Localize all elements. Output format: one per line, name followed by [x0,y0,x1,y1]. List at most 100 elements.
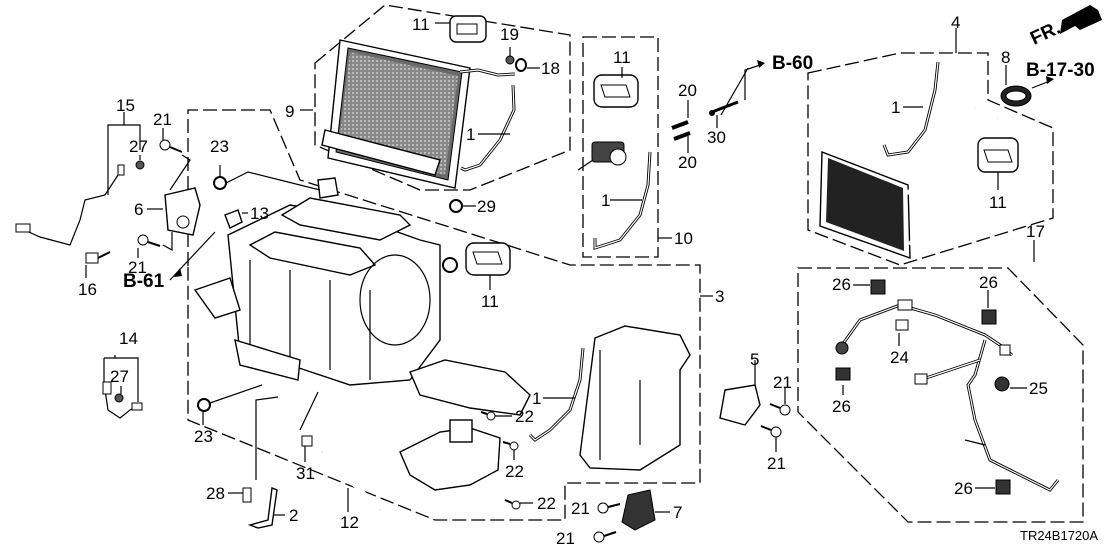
sensor-14 [102,381,143,419]
evaporator-grommet [449,15,487,43]
duct-left [409,359,531,416]
callout-19: 19 [500,25,519,44]
callout-26: 26 [832,275,851,294]
callout-1: 1 [601,191,610,210]
nut-19 [505,55,515,65]
expansion-valve-grommet [593,74,639,108]
ref-b1730-arrow [1046,76,1054,84]
front-direction-arrow-icon [1060,5,1102,34]
callout-21: 21 [773,373,792,392]
clip-24 [895,319,909,331]
clip-27b [114,393,124,403]
motor-5 [719,384,761,426]
ref-b1730[interactable]: B-17-30 [1026,60,1095,81]
callout-26: 26 [832,397,851,416]
heater-core-grommet [977,137,1019,173]
callout-25: 25 [1029,379,1048,398]
motor-6 [164,187,201,236]
screw-22b [502,441,519,451]
callout-15: 15 [116,96,135,115]
callout-28: 28 [206,484,225,503]
leader-lines [85,22,1051,516]
callout-22: 22 [505,462,524,481]
callout-1: 1 [891,98,900,117]
drain-pipe-12 [320,450,382,512]
clip-16 [85,251,111,264]
callout-6: 6 [134,200,143,219]
evaporator [321,39,516,189]
callout-8: 8 [1001,48,1010,67]
washer-23a [213,176,227,190]
heater-core [819,105,999,260]
heater-unit-grommet [465,242,511,276]
washer-18 [515,58,527,72]
nut-29 [449,199,463,213]
screw-22c [504,499,521,510]
callout-31: 31 [296,464,315,483]
screw-22a [480,411,496,421]
callout-13: 13 [250,204,269,223]
callout-29: 29 [477,197,496,216]
screw-21b [137,234,161,247]
callout-14: 14 [119,329,138,348]
grommet-8 [1000,85,1032,107]
callout-21: 21 [128,258,147,277]
callout-1: 1 [532,389,541,408]
callout-26: 26 [954,479,973,498]
pipe-seal-1a-inner [460,84,515,171]
callout-23: 23 [210,137,229,156]
callout-12: 12 [340,513,359,532]
callout-7: 7 [673,503,682,522]
clip-26b [981,309,997,325]
ref-b60[interactable]: B-60 [772,53,813,74]
bolt-30 [709,100,739,116]
washer-23b [197,398,211,412]
ref-b60-arrow [744,60,765,100]
callout-21: 21 [153,110,172,129]
callout-20: 20 [678,81,697,100]
duct-lower [399,419,501,491]
callout-2: 2 [289,506,298,525]
callout-16: 16 [78,280,97,299]
harness-group-outline [797,267,1084,523]
clip-27a [135,160,145,170]
callout-1: 1 [466,125,475,144]
screw-21d [760,425,782,438]
callout-26: 26 [979,273,998,292]
callout-27: 27 [110,367,129,386]
expansion-valve [591,141,627,166]
screw-21a [159,139,183,153]
heater-core-group-outline [807,52,1054,266]
callout-11: 11 [613,48,631,67]
callout-5: 5 [750,350,759,369]
sub-wire-harness-17 [835,299,1060,492]
callout-27: 27 [129,137,148,156]
expansion-valve-group-outline [582,36,659,258]
screw-21c [769,403,791,416]
resistor-7 [621,489,656,531]
callout-3: 3 [715,287,724,306]
callout-30: 30 [707,128,726,147]
callout-22: 22 [537,494,556,513]
screw-20a [671,120,689,130]
callout-23: 23 [194,427,213,446]
screw-21f [593,531,617,543]
clip-26d [995,479,1011,495]
ref-b61-arrow [169,231,216,281]
callout-11: 11 [481,292,499,311]
heater-unit-body [193,177,441,386]
clip-26c [835,367,851,381]
sensor-15 [15,164,125,246]
clip-25 [994,376,1010,392]
ref-b61[interactable]: B-61 [123,271,165,292]
callout-11: 11 [412,15,430,34]
callout-9: 9 [285,102,294,121]
callout-22: 22 [515,407,534,426]
callout-11: 11 [989,193,1007,212]
callout-4: 4 [951,13,960,32]
heater-unit-group-outline [187,109,701,521]
clip-26a [870,279,886,295]
bolt-28 [242,487,252,503]
washer-heater [442,257,458,273]
